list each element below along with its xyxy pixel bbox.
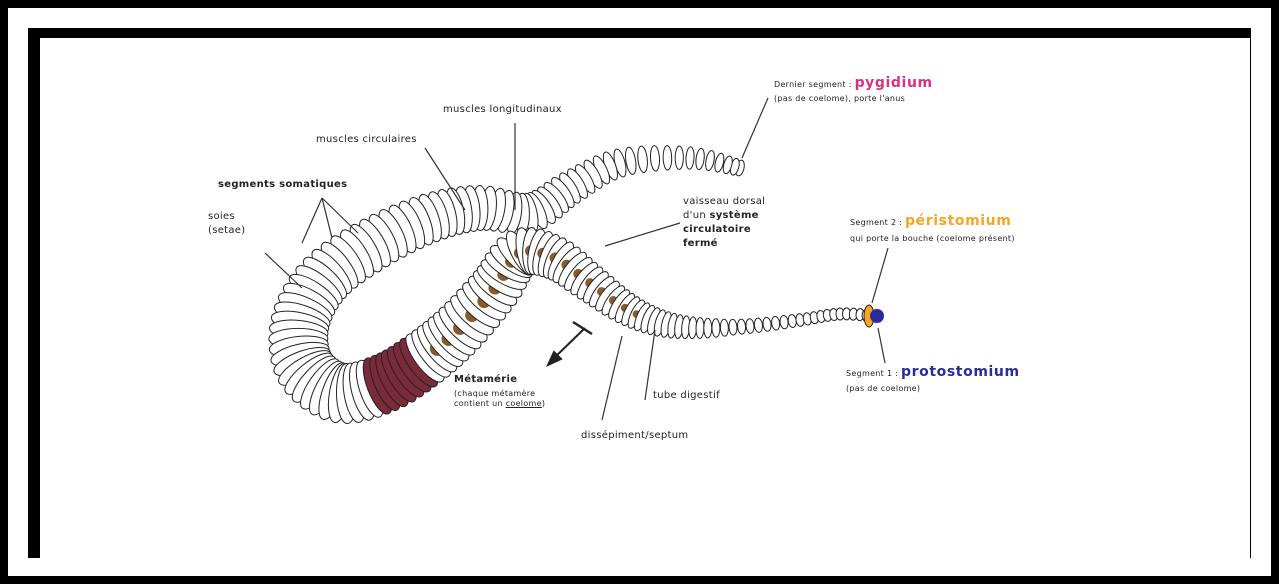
metamerie-title: Métamérie (454, 374, 517, 386)
leader-dissepiment (602, 336, 622, 420)
metamerie-line2-c: ) (542, 399, 545, 408)
worm-segment (637, 146, 649, 173)
vaisseau-line2-b: système (709, 210, 758, 221)
worm-segment (650, 145, 660, 171)
worm-segment (685, 147, 694, 170)
pygidium-prefix: Dernier segment : (774, 80, 855, 89)
metamerie-line2: contient un coelome) (454, 399, 545, 409)
pygidium-label: Dernier segment : pygidium (774, 78, 933, 90)
vaisseau-line2-a: d'un (683, 210, 709, 221)
protostomium-prefix: Segment 1 : (846, 369, 901, 378)
worm-segment (696, 318, 705, 339)
vaisseau-line2: d'un système (683, 210, 759, 222)
peristomium-prefix: Segment 2 : (850, 218, 905, 227)
protostomium-label: Segment 1 : protostomium (846, 367, 1020, 379)
worm-segment (720, 319, 729, 336)
leader-segments-2 (322, 198, 332, 238)
leader-protostomium (878, 328, 885, 363)
leader-pygidium (742, 98, 768, 158)
vaisseau-line1: vaisseau dorsal (683, 196, 765, 208)
worm-segment (737, 319, 746, 334)
peristomium-label: Segment 2 : péristomium (850, 216, 1011, 228)
worm-segment (762, 317, 772, 332)
vaisseau-line3: circulatoire (683, 224, 751, 236)
earthworm-illustration (40, 38, 1250, 558)
dissepiment-label: dissépiment/septum (581, 430, 688, 442)
worm-segment (779, 315, 789, 329)
peristomium-note: qui porte la bouche (coelome présent) (850, 234, 1015, 244)
tube-digestif-label: tube digestif (653, 390, 720, 402)
segments-somatiques-label: segments somatiques (218, 179, 347, 191)
peristomium-name: péristomium (905, 213, 1011, 229)
soies-label: soies (208, 211, 235, 223)
muscles-longitudinaux-label: muscles longitudinaux (443, 104, 562, 116)
protostomium-name: protostomium (901, 364, 1020, 380)
worm-segment (675, 146, 683, 169)
worm-segment (745, 318, 754, 333)
leader-segments-3 (322, 198, 358, 233)
muscles-circulaires-label: muscles circulaires (316, 134, 417, 146)
worm-segment (728, 319, 737, 335)
worm-segment (663, 146, 672, 171)
protostomium-segment (870, 309, 884, 323)
worm-segment (695, 148, 706, 170)
worm-segment (712, 319, 720, 338)
worm-segment (704, 318, 712, 338)
worm-body (268, 145, 884, 424)
vaisseau-line4: fermé (683, 238, 718, 250)
worm-segment (704, 150, 716, 171)
protostomium-note: (pas de coelome) (846, 384, 920, 394)
metamerie-line2-b: coelome (506, 399, 542, 408)
diagram-canvas: Dernier segment : pygidium (pas de coelo… (40, 38, 1250, 558)
metamerie-line1: (chaque métamère (454, 389, 535, 399)
leader-peristomium (872, 248, 888, 303)
worm-segment (771, 316, 781, 330)
setae-label: (setae) (208, 225, 245, 237)
leader-vaisseau (605, 223, 680, 246)
pygidium-note: (pas de coelome), porte l'anus (774, 94, 905, 104)
leader-segments-1 (302, 198, 322, 243)
worm-segment (754, 318, 763, 333)
metamerie-line2-a: contient un (454, 399, 506, 408)
pygidium-name: pygidium (855, 75, 933, 91)
metamerie-arrow (548, 322, 592, 365)
